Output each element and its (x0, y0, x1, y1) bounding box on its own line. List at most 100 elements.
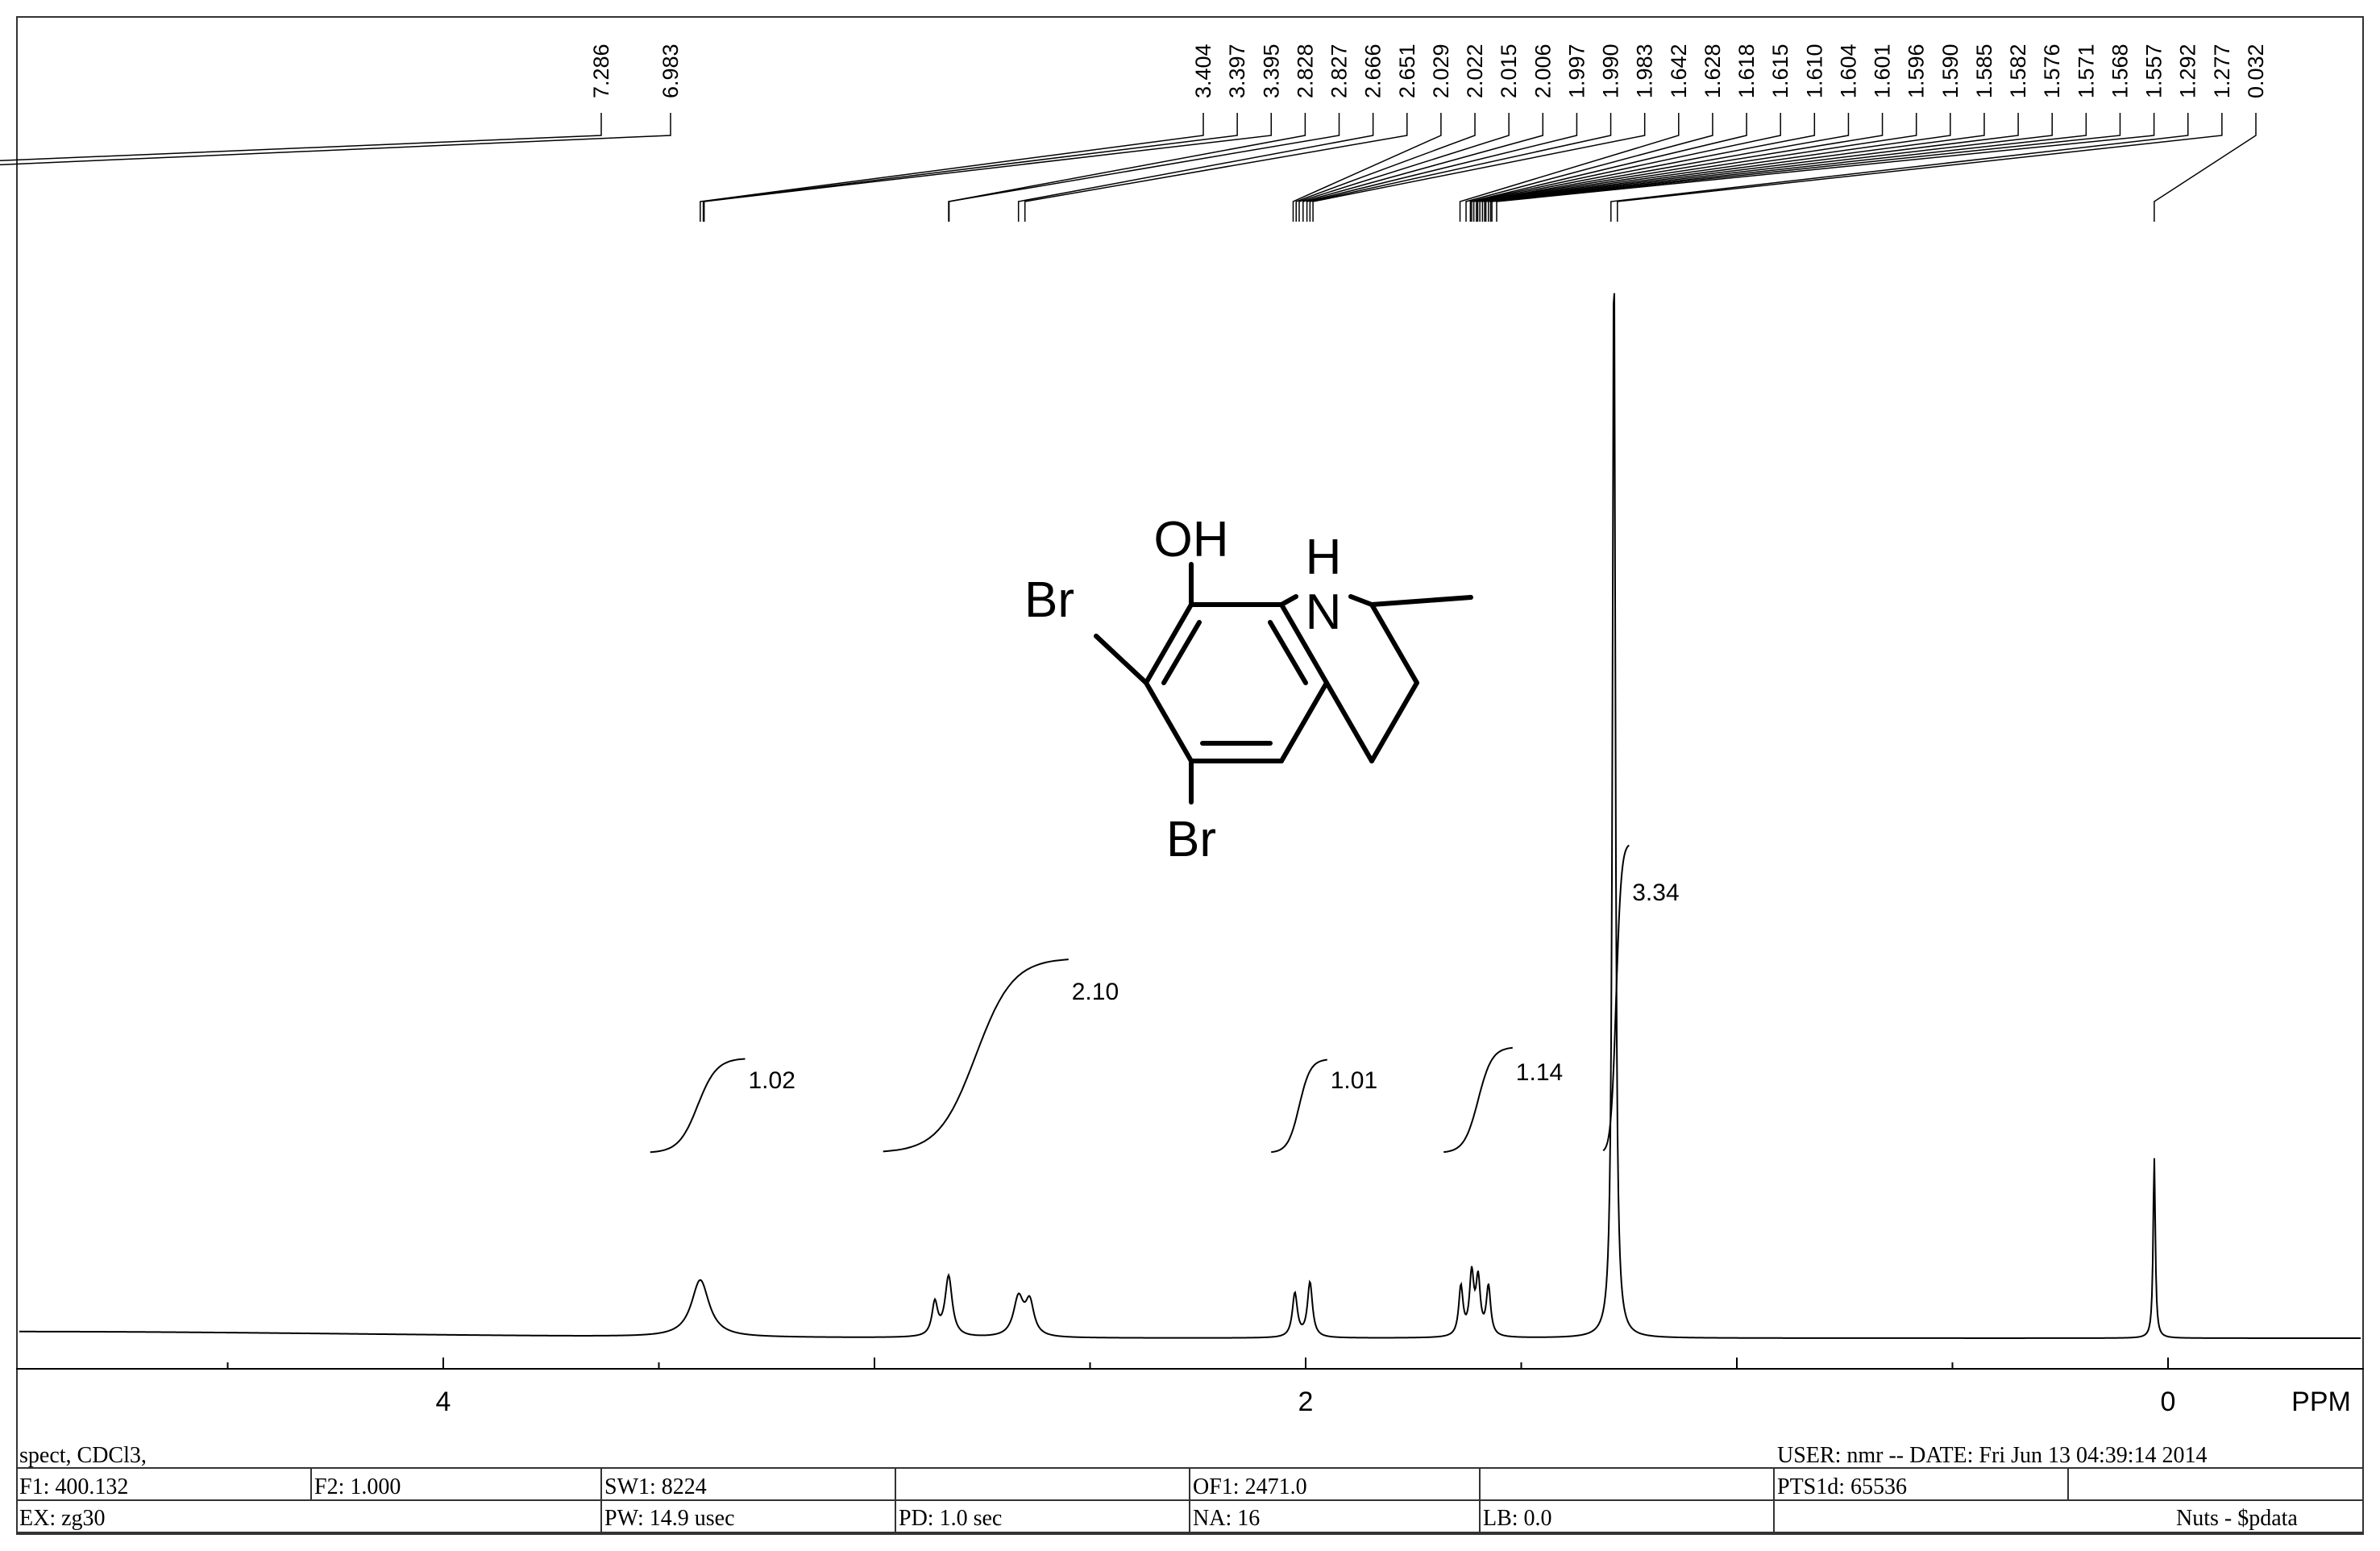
bond-methyl (1369, 595, 1473, 607)
peak-label-leader (1477, 113, 1884, 222)
peak-label-leader (700, 113, 1204, 222)
peak-label-leader (1484, 113, 1985, 222)
peak-label: 2.015 (1497, 44, 1521, 98)
plot-frame (16, 16, 2364, 1535)
peak-label: 1.997 (1564, 44, 1589, 98)
peak-label: 2.022 (1463, 44, 1487, 98)
peak-label: 1.571 (2074, 44, 2098, 98)
peak-label-leader (948, 113, 1340, 222)
peak-label: 6.983 (658, 44, 683, 98)
x-axis: 86420PPM (16, 1358, 2364, 1417)
peak-label: 2.827 (1327, 44, 1352, 98)
peak-label-leader (1309, 113, 1612, 222)
peak-label-leader (1302, 113, 1544, 222)
structure-n-label: N (1306, 584, 1342, 640)
footer-pw: PW: 14.9 usec (604, 1506, 735, 1531)
peak-label: 3.404 (1191, 44, 1215, 98)
peak-label-leader (1488, 113, 2053, 222)
peak-label: 2.651 (1395, 44, 1419, 98)
peak-label-leader (703, 113, 1273, 222)
integral-curve (1443, 1046, 1513, 1154)
peak-label-leader (1476, 113, 1850, 222)
peak-label: 1.983 (1633, 44, 1657, 98)
peak-label: 1.585 (1972, 44, 1996, 98)
integral-label: 2.10 (1072, 979, 1119, 1005)
footer-divider (1189, 1469, 1190, 1533)
peak-label: 1.615 (1768, 44, 1792, 98)
peak-label: 1.590 (1938, 44, 1963, 98)
bond (1144, 680, 1194, 763)
peak-label-leader (1298, 113, 1510, 222)
x-tick-label: 0 (2161, 1387, 2176, 1417)
x-tick-label: 2 (1298, 1387, 1314, 1417)
footer-f1: F1: 400.132 (19, 1474, 129, 1499)
peak-label: 1.642 (1667, 44, 1691, 98)
footer-solvent: spect, CDCl3, (19, 1443, 147, 1468)
peak-label-leader (1459, 113, 1680, 222)
peak-label-leader (1472, 113, 1816, 222)
structure-br-label-bottom: Br (1166, 812, 1216, 867)
peak-label-leader (1471, 113, 1781, 222)
peak-label: 1.604 (1836, 44, 1860, 98)
peak-label-leader (1469, 113, 1747, 222)
peak-label: 1.596 (1904, 44, 1929, 98)
peak-label-leader (0, 113, 671, 166)
peak-label-leader (1610, 113, 2189, 222)
chemical-structure (1094, 562, 1473, 805)
footer-pts: PTS1d: 65536 (1777, 1474, 1908, 1499)
footer-divider (600, 1469, 602, 1533)
peak-label-leader (2154, 113, 2257, 222)
peak-label-leader (1479, 113, 1917, 222)
peak-label-leader (1292, 113, 1442, 222)
peak-label: 1.601 (1871, 44, 1895, 98)
spectrum-trace (19, 293, 2361, 1339)
peak-label: 0.032 (2244, 44, 2268, 98)
peak-label-leader (1496, 113, 2155, 222)
x-axis-label: PPM (2291, 1387, 2351, 1417)
double-bond-inner (1161, 620, 1202, 685)
footer-divider (1773, 1469, 1775, 1533)
peak-label: 2.029 (1429, 44, 1453, 98)
peak-label: 3.395 (1259, 44, 1283, 98)
peak-label-leader (1481, 113, 1951, 222)
footer-ex: EX: zg30 (19, 1506, 106, 1531)
peak-label-leader (1465, 113, 1713, 222)
footer-pd: PD: 1.0 sec (899, 1506, 1003, 1531)
peak-label: 1.277 (2210, 44, 2234, 98)
footer-divider (1479, 1469, 1481, 1533)
integral-curve (1271, 1058, 1327, 1154)
peak-label: 3.397 (1225, 44, 1249, 98)
peak-label-leader (1617, 113, 2223, 222)
integral-curve (883, 958, 1069, 1153)
bond-nh (1279, 594, 1298, 607)
peak-label: 2.828 (1293, 44, 1317, 98)
peak-label-leader (0, 113, 602, 162)
peak-label: 1.292 (2176, 44, 2200, 98)
peak-label: 1.628 (1701, 44, 1725, 98)
peak-label-leader (1295, 113, 1476, 222)
peak-label-leader (1491, 113, 2121, 222)
footer-lb: LB: 0.0 (1483, 1506, 1552, 1531)
footer-user-date: USER: nmr -- DATE: Fri Jun 13 04:39:14 2… (1777, 1443, 2208, 1468)
peak-label: 1.610 (1802, 44, 1826, 98)
peak-label-leader (702, 113, 1238, 222)
peak-label: 1.557 (2142, 44, 2166, 98)
footer-divider (895, 1469, 896, 1533)
footer-divider (2067, 1469, 2069, 1499)
integral-group: 1.001.022.101.011.143.34 (650, 844, 1680, 1154)
peak-label-leader (1024, 113, 1408, 222)
footer-na: NA: 16 (1193, 1506, 1261, 1531)
peak-label: 1.618 (1734, 44, 1759, 98)
bond (1279, 602, 1329, 685)
double-bond-inner (1268, 620, 1308, 685)
bond (1279, 680, 1329, 763)
peak-label: 2.666 (1361, 44, 1385, 98)
peak-label-leader (1306, 113, 1578, 222)
integral-label: 1.01 (1331, 1067, 1377, 1094)
peak-label: 1.582 (2006, 44, 2030, 98)
footer-divider (310, 1469, 312, 1499)
bond (1144, 602, 1194, 685)
footer-sw1: SW1: 8224 (604, 1474, 707, 1499)
